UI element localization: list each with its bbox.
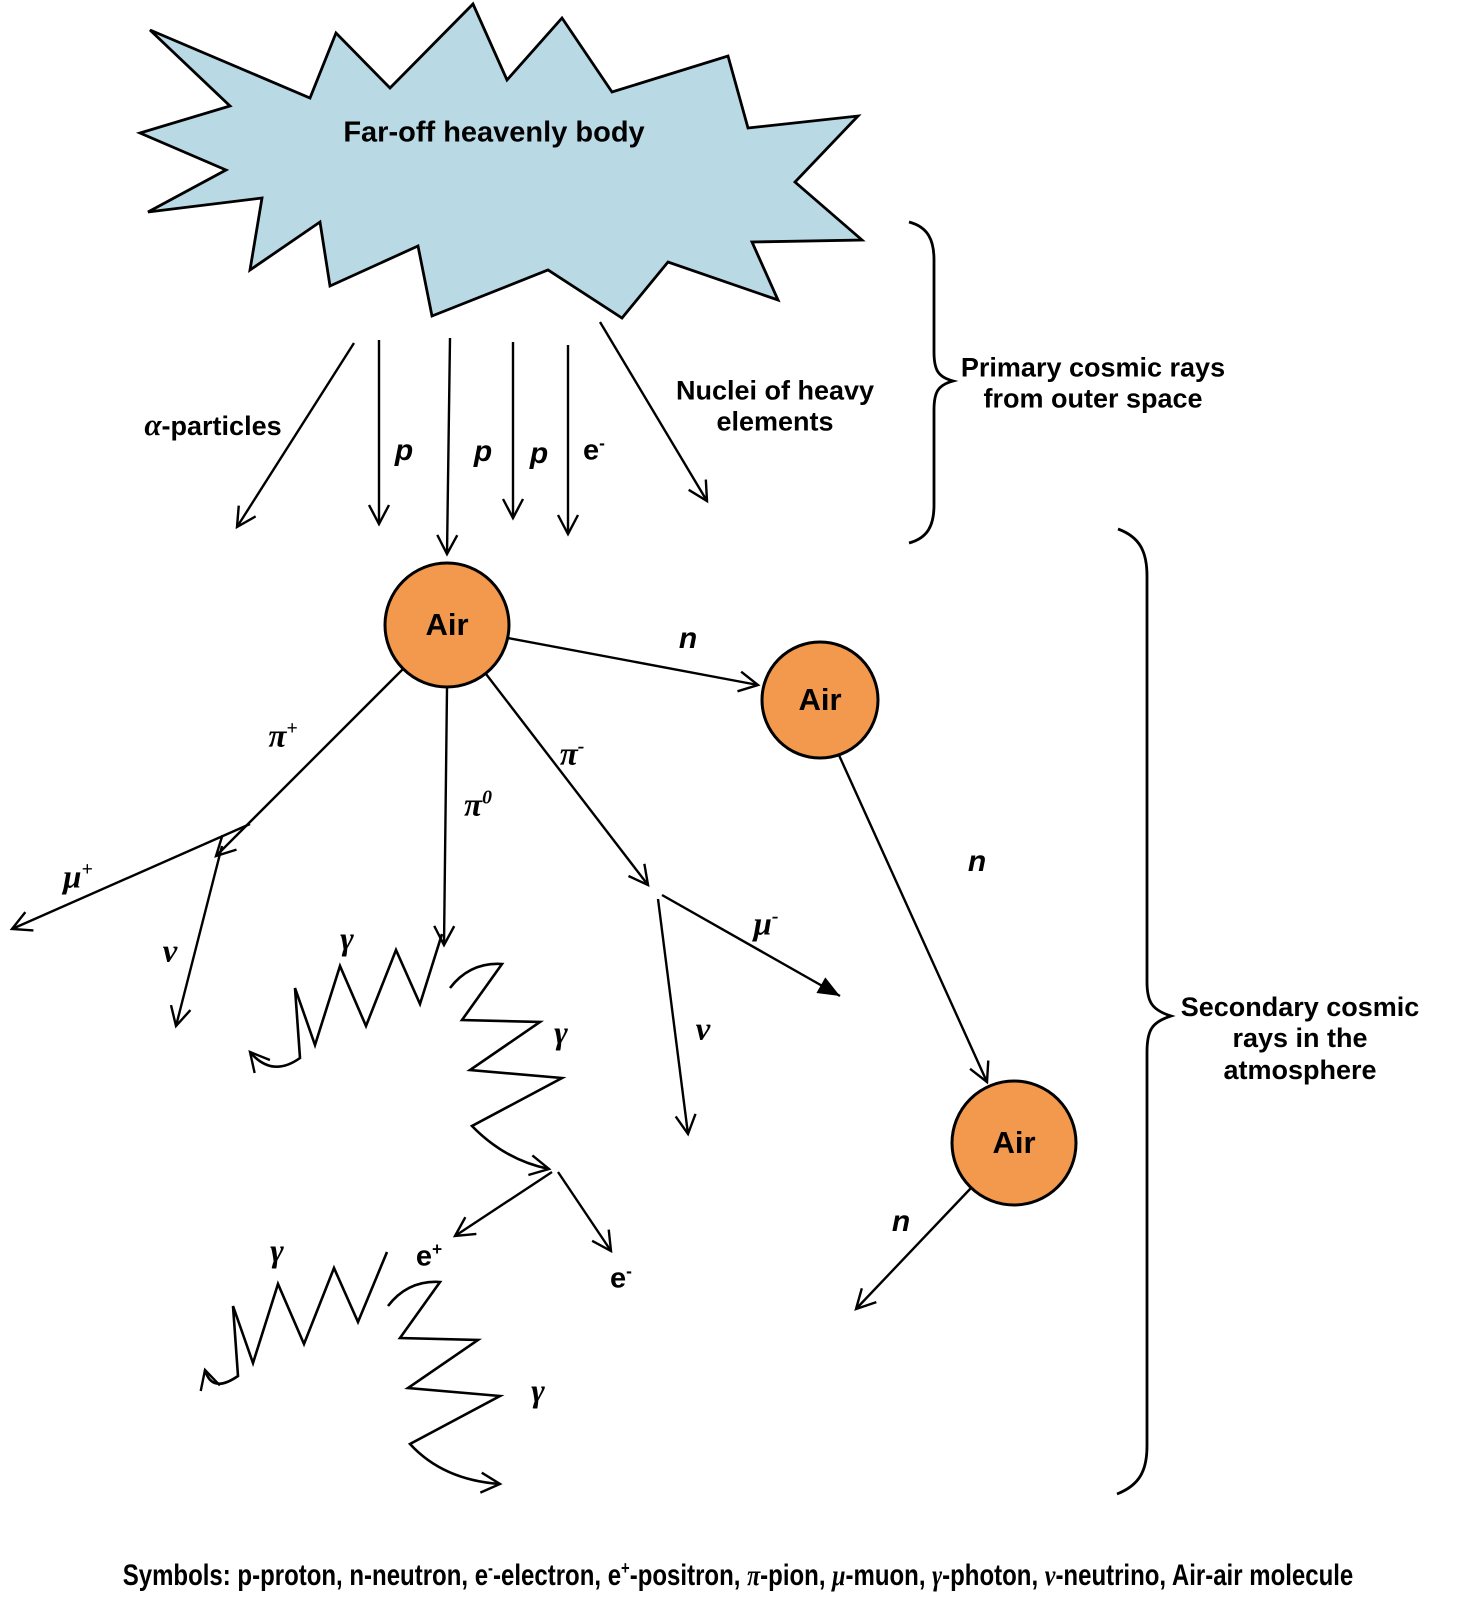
alpha-particles-arrow: [235, 342, 356, 530]
gamma-squiggle-upper-left: [248, 933, 444, 1074]
positron-label: e+: [415, 1238, 443, 1273]
gamma-squiggle-lower-down: [386, 1280, 505, 1494]
neutron-arrow-1: [507, 636, 761, 693]
alpha-particles-label: α-particles: [144, 407, 282, 442]
air-label-3: Air: [992, 1125, 1036, 1160]
electron-label-top: e-: [583, 432, 605, 467]
neutron-arrow-2: [836, 752, 990, 1085]
gamma-label-2: γ: [554, 1015, 568, 1052]
air-label-1: Air: [425, 607, 469, 642]
heavy-nuclei-arrow: [598, 321, 709, 504]
air-molecule-2: [760, 640, 880, 760]
mu-minus-label: μ-: [753, 905, 779, 943]
proton-arrow-2: [436, 337, 459, 557]
proton-label-1: p: [394, 434, 414, 467]
proton-label-2: p: [473, 435, 493, 468]
primary-brace: [908, 220, 959, 545]
secondary-brace: [1116, 527, 1176, 1496]
proton-label-3: p: [529, 437, 549, 470]
primary-brace-label: Primary cosmic rays from outer space: [960, 352, 1226, 414]
mu-plus-arrow: [9, 822, 251, 932]
mu-plus-label: μ+: [63, 858, 93, 896]
neutron-label-2: n: [967, 845, 987, 878]
air-label-2: Air: [798, 682, 842, 717]
nu-left-label: ν: [162, 933, 178, 970]
mu-minus-arrow: [661, 893, 841, 998]
gamma-label-4: γ: [531, 1373, 545, 1410]
pi-zero-arrow: [433, 687, 456, 948]
gamma-label-1: γ: [340, 921, 354, 958]
starburst-label: Far-off heavenly body: [343, 116, 645, 149]
symbols-legend: Symbols: p-proton, n-neutron, e--electro…: [122, 1557, 1353, 1592]
neutron-label-1: n: [678, 622, 698, 655]
pi-plus-label: π+: [268, 717, 298, 755]
positron-arrow: [452, 1170, 553, 1238]
heavy-nuclei-label: Nuclei of heavy elements: [675, 375, 875, 437]
electron-arrow-bottom: [557, 1171, 613, 1254]
gamma-squiggle-lower-left: [199, 1251, 389, 1392]
neutron-arrow-3: [854, 1187, 972, 1311]
gamma-squiggle-upper-down: [448, 962, 567, 1177]
nu-right-arrow: [656, 898, 697, 1137]
pi-plus-arrow: [214, 668, 404, 858]
electron-label-bottom: e-: [610, 1260, 632, 1295]
nu-left-arrow: [169, 845, 224, 1029]
pi-minus-arrow: [485, 673, 650, 888]
pi-minus-label: π-: [559, 735, 585, 773]
air-molecule-3: [950, 1079, 1078, 1207]
starburst-shape: [135, 1, 866, 320]
neutron-label-3: n: [891, 1205, 911, 1238]
gamma-label-3: γ: [270, 1233, 284, 1270]
pi-zero-label: π0: [464, 786, 492, 824]
air-molecule-1: [383, 561, 511, 689]
nu-right-label: ν: [695, 1011, 711, 1048]
secondary-brace-label: Secondary cosmic rays in the atmosphere: [1180, 992, 1420, 1085]
